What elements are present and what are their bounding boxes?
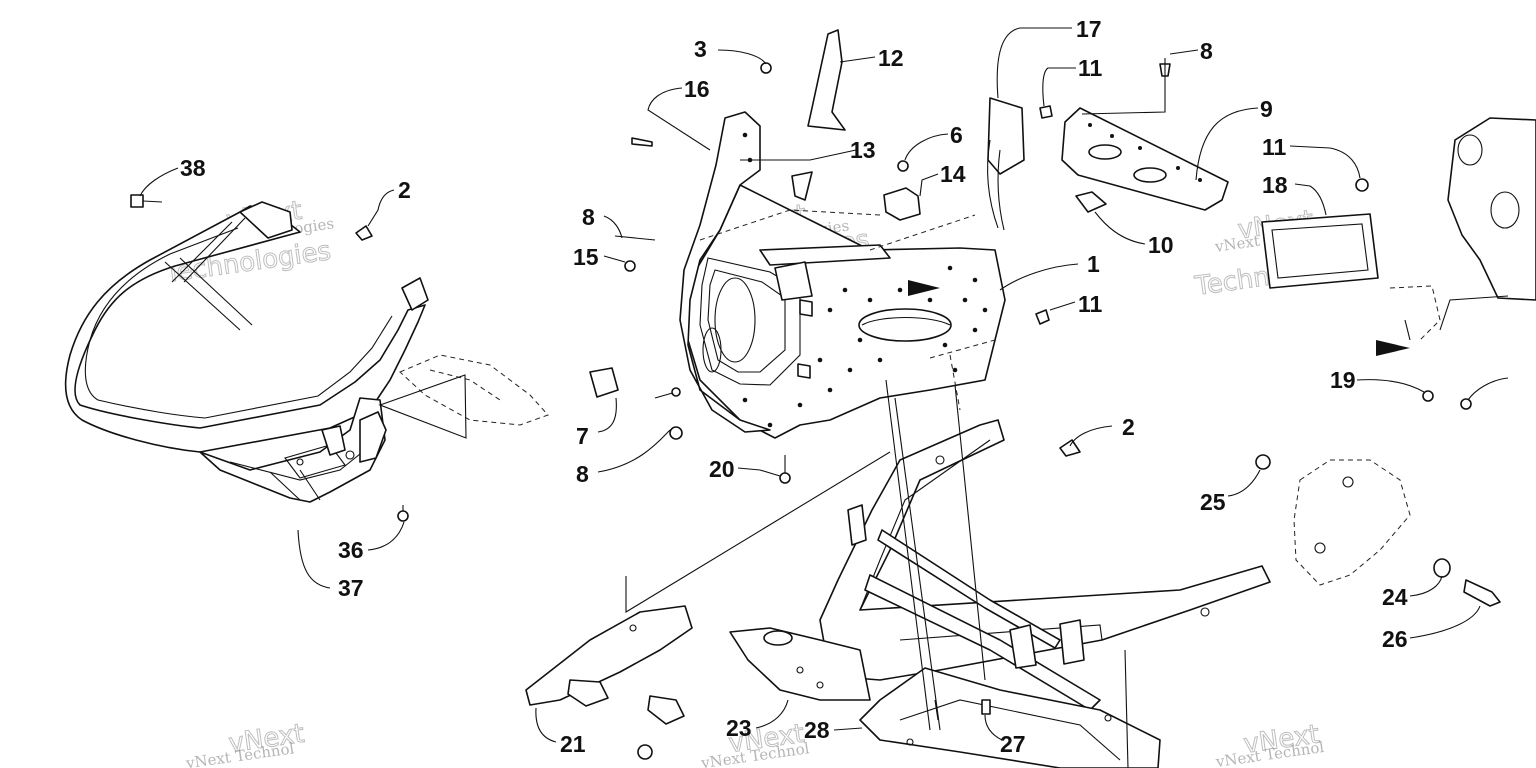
screw-27 [981,699,991,715]
callout-15: 15 [573,244,599,270]
rivet-28 [934,699,939,721]
direction-arrow-right [1376,340,1410,356]
direction-arrow [908,280,940,296]
front-bumper-assembly [64,194,549,522]
callout-27: 27 [1000,731,1026,757]
leader-lines [139,27,1509,743]
part-7-block [589,367,619,398]
callout-3: 3 [694,36,707,62]
callout-8-lower: 8 [576,461,589,487]
callout-labels: 3 12 16 17 11 8 9 11 18 38 2 13 6 14 8 1… [180,16,1408,757]
nut-11-top [1039,105,1053,119]
nut-11-lower [1035,309,1050,325]
callout-2-left: 2 [398,177,411,203]
callout-8-top: 8 [1200,38,1213,64]
screw-36 [397,505,409,522]
screw-3 [760,62,772,74]
callout-11-top: 11 [1078,55,1103,81]
bracket-center [774,261,813,301]
callout-20: 20 [709,456,735,482]
callout-10: 10 [1148,232,1174,258]
callout-38: 38 [180,155,206,181]
nut-25 [1255,454,1271,470]
screw-20-upper [669,426,683,440]
part-14-bracket [883,187,921,221]
nut-15 [624,260,636,272]
screw-6 [897,160,909,172]
watermark-bottom-center: vNext vNext Technol [699,718,811,768]
part-12-bracket [807,29,846,131]
clip-2-center [1059,439,1081,457]
callout-26: 26 [1382,626,1408,652]
callout-1: 1 [1087,251,1100,277]
callout-21: 21 [560,731,586,757]
part-18-module [1261,213,1379,289]
callout-25: 25 [1200,489,1226,515]
part-21-bracket [525,605,693,706]
right-frame-bracket [1447,117,1536,301]
callout-18: 18 [1262,172,1288,198]
nut-11-right [1355,178,1369,192]
callout-17: 17 [1076,16,1102,42]
callout-11-center: 11 [1078,291,1103,317]
callout-24: 24 [1382,584,1408,610]
callout-9: 9 [1260,96,1273,122]
watermark-bottom-right: vNext vNext Technol [1214,719,1326,768]
main-frame-assembly [525,379,1501,768]
clip-2-left [355,225,373,241]
callout-8-left: 8 [582,204,595,230]
callout-23: 23 [726,715,752,741]
part-13-clip [791,171,813,201]
callout-28: 28 [804,717,830,743]
bolt-16 [631,137,653,147]
bolt-26 [1463,579,1501,607]
callout-14: 14 [940,161,966,187]
callout-7: 7 [576,423,589,449]
screw-19 [1422,390,1434,402]
upper-right-brackets [987,63,1536,410]
callout-36: 36 [338,537,364,563]
watermark-bottom-left: vNext vNext Technol [184,718,307,768]
part-9-plate [1061,107,1229,211]
callout-11-right: 11 [1262,134,1287,160]
callout-12: 12 [878,45,904,71]
screw-20-lower [779,472,791,484]
callout-6: 6 [950,122,963,148]
callout-37: 37 [338,575,364,601]
fastener-bottom [637,744,653,760]
front-bulkhead-assembly [589,29,1081,484]
callout-16: 16 [684,76,710,102]
bolt-38 [130,194,163,208]
washer-24 [1433,558,1451,578]
part-10-bracket [1075,191,1107,213]
callout-19: 19 [1330,367,1356,393]
part-17-bracket [987,97,1025,175]
callout-13: 13 [850,137,876,163]
rivet-8 [614,235,656,241]
panel-holes [742,132,988,428]
callout-2-center: 2 [1122,414,1135,440]
